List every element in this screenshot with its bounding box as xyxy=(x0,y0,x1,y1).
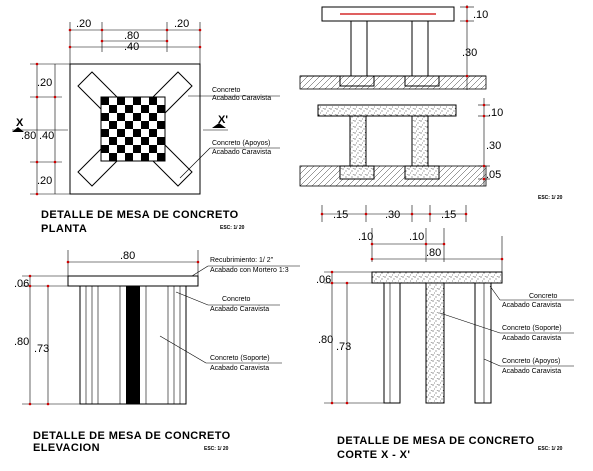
plan-label-apoyos: Concreto (Apoyos) xyxy=(212,140,270,147)
plan-dim-left-bottom: .20 xyxy=(37,175,52,187)
plan-dim-left-top: .20 xyxy=(37,77,52,89)
plan-dim-total: .80 xyxy=(124,30,139,42)
small-dim-b3: .15 xyxy=(441,209,456,221)
cut-center-support xyxy=(425,282,445,404)
small-section-view: .10 .30 .10 .30 .05 .15 .30 .15 ESC: 1/ … xyxy=(299,5,563,222)
small-scale: ESC: 1/ 20 xyxy=(538,195,563,201)
cut-dim-a: .10 xyxy=(358,231,373,243)
small-dim-b2: .30 xyxy=(385,209,400,221)
elev-label-caravista-2: Acabado Caravista xyxy=(210,365,269,372)
cut-label-concreto: Concreto xyxy=(529,293,558,300)
cut-title-line2: CORTE X - X' xyxy=(337,449,410,461)
plan-label-concreto: Concreto xyxy=(212,87,241,94)
elev-dim-width: .80 xyxy=(120,250,135,262)
elev-scale: ESC: 1/ 20 xyxy=(204,446,229,452)
small-dim-mid: .30 xyxy=(462,47,477,59)
elev-dim-leg: .73 xyxy=(34,343,49,355)
elev-label-recubrimiento: Recubrimiento: 1/ 2" xyxy=(210,257,274,264)
small-dim-r2: .30 xyxy=(486,140,501,152)
elev-title-line1: DETALLE DE MESA DE CONCRETO xyxy=(33,430,231,442)
elev-legs xyxy=(79,285,187,405)
plan-dim-top-left: .20 xyxy=(76,18,91,30)
cut-slab xyxy=(371,271,503,284)
cut-label-caravista: Acabado Caravista xyxy=(502,302,561,309)
plan-top-dimensions: .20 .20 .80 .40 xyxy=(68,18,202,64)
elev-label-soporte: Concreto (Soporte) xyxy=(210,355,270,362)
section-marker-x-prime: X' xyxy=(203,114,228,131)
cut-dim-width: .80 xyxy=(426,247,441,259)
plan-label-caravista-2: Acabado Caravista xyxy=(212,149,271,156)
plan-title-line2: PLANTA xyxy=(41,223,87,235)
cut-dim-b: .10 xyxy=(409,231,424,243)
cut-dim-leg: .73 xyxy=(336,341,351,353)
plan-slab-outline xyxy=(69,63,201,195)
cut-label-caravista-3: Acabado Caravista xyxy=(502,368,561,375)
elev-dim-total: .80 xyxy=(14,336,29,348)
elevation-view: .80 .06 .80 .73 Recubrimiento xyxy=(14,250,300,454)
plan-title-line1: DETALLE DE MESA DE CONCRETO xyxy=(41,209,239,221)
plan-scale: ESC: 1/ 20 xyxy=(220,225,245,231)
elev-label-mortero: Acabado con Mortero 1:3 xyxy=(210,267,289,274)
cut-scale: ESC: 1/ 20 xyxy=(538,446,563,452)
plan-checker-top xyxy=(100,96,166,162)
plan-dim-left-total: .80 xyxy=(21,130,36,142)
elev-dim-slab: .06 xyxy=(14,278,29,290)
small-dim-r1: .10 xyxy=(488,107,503,119)
cut-view: .10 .10 .80 .06 .80 .73 Concreto Acabado… xyxy=(316,228,574,461)
cut-label-apoyos: Concreto (Apoyos) xyxy=(502,358,560,365)
section-marker-x: X xyxy=(12,117,68,132)
elev-label-concreto: Concreto xyxy=(222,296,251,303)
plan-label-caravista: Acabado Caravista xyxy=(212,95,271,102)
plan-left-dimensions: .20 .80 .40 .20 xyxy=(21,62,70,196)
cut-dim-total: .80 xyxy=(318,334,333,346)
plan-view: .20 .20 .80 .40 .20 .80 .40 .20 X xyxy=(12,18,280,235)
elev-title-line2: ELEVACION xyxy=(33,442,100,454)
plan-dim-left-mid: .40 xyxy=(39,130,54,142)
small-dim-r3: .05 xyxy=(486,169,501,181)
cut-label-soporte: Concreto (Soporte) xyxy=(502,325,562,332)
small-dim-b1: .15 xyxy=(333,209,348,221)
plan-dim-mid: .40 xyxy=(124,41,139,53)
svg-text:X': X' xyxy=(218,114,228,126)
elev-label-caravista: Acabado Caravista xyxy=(210,306,269,313)
plan-dim-top-right: .20 xyxy=(174,18,189,30)
svg-text:X: X xyxy=(16,117,24,129)
cut-dim-slab: .06 xyxy=(316,274,331,286)
cut-title-line1: DETALLE DE MESA DE CONCRETO xyxy=(337,435,535,447)
elev-slab xyxy=(67,275,199,287)
small-dim-top: .10 xyxy=(473,9,488,21)
cut-label-caravista-2: Acabado Caravista xyxy=(502,335,561,342)
